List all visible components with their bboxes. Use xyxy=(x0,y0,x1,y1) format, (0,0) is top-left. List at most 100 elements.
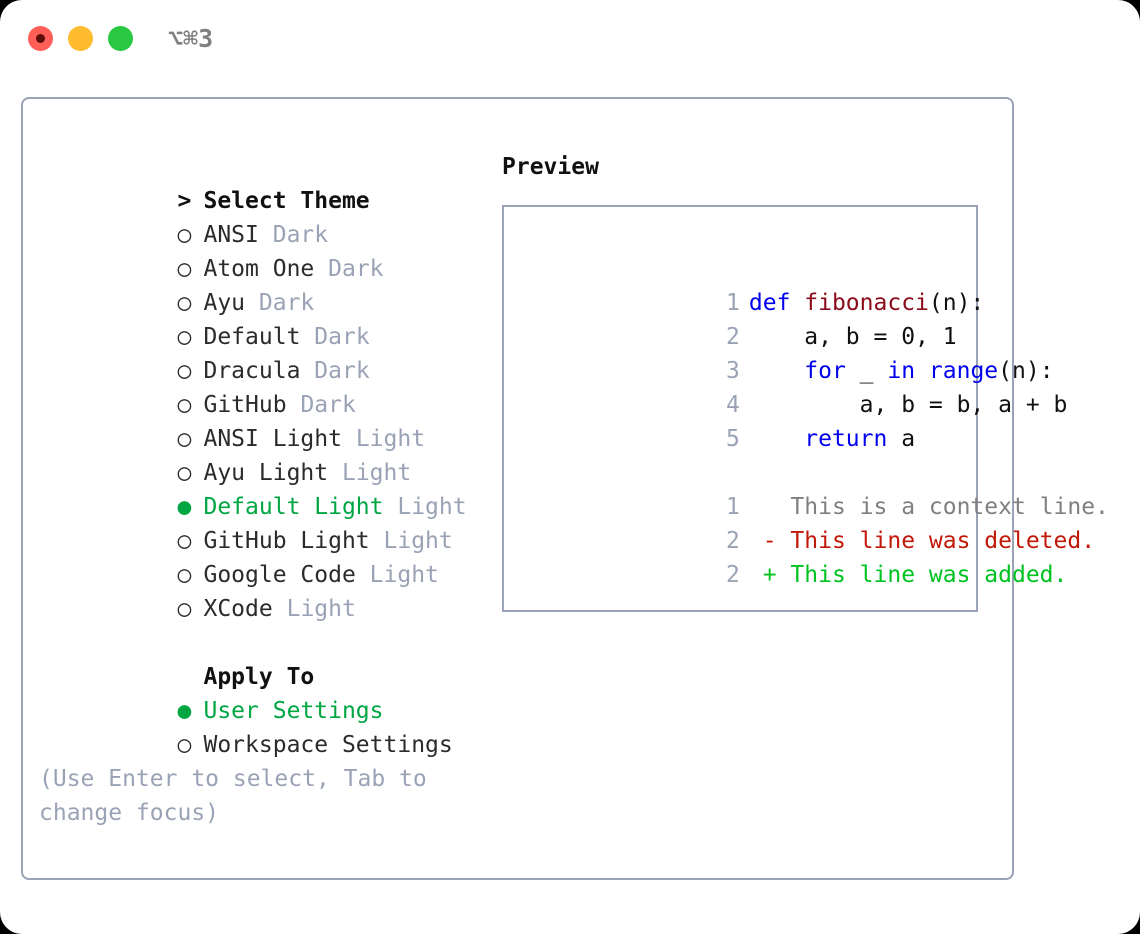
theme-option-default-light[interactable]: ● Default Light Light xyxy=(39,456,479,520)
theme-option-label: GitHub Light xyxy=(203,528,370,554)
code-token xyxy=(749,358,804,384)
apply-to-option-workspace-settings[interactable]: ○ Workspace Settings xyxy=(39,694,479,758)
theme-option-xcode[interactable]: ○ XCode Light xyxy=(39,558,479,622)
theme-option-atom-one-dark[interactable]: ○ Atom One Dark xyxy=(39,218,479,282)
line-number: 3 xyxy=(726,358,740,384)
theme-option-tag: Light xyxy=(355,426,426,452)
radio-icon[interactable]: ○ xyxy=(177,596,192,622)
diff-token: This is a context line. xyxy=(748,494,1109,520)
code-line: 3 for _ in range(n): xyxy=(516,320,1054,384)
code-token xyxy=(915,358,929,384)
code-token xyxy=(749,426,804,452)
code-token: a xyxy=(887,426,916,452)
theme-option-label: Ayu xyxy=(203,290,246,316)
diff-token: - This line was deleted. xyxy=(748,528,1096,554)
radio-icon[interactable]: ○ xyxy=(177,392,192,418)
radio-icon[interactable]: ○ xyxy=(177,324,192,350)
radio-icon[interactable]: ○ xyxy=(177,256,192,282)
radio-icon[interactable]: ○ xyxy=(177,732,192,758)
preview-title: Preview xyxy=(502,154,599,180)
radio-icon[interactable]: ○ xyxy=(177,290,192,316)
code-token: in xyxy=(887,358,916,384)
diff-line-context: 1 This is a context line. xyxy=(516,456,1109,520)
code-token: (n): xyxy=(928,290,985,316)
code-line: 2 a, b = 0, 1 xyxy=(516,286,970,350)
theme-option-label: ANSI Light xyxy=(203,426,342,452)
code-line: 5 return a xyxy=(516,388,970,452)
theme-option-github-light[interactable]: ○ GitHub Light Light xyxy=(39,490,479,554)
theme-option-label: XCode xyxy=(203,596,273,622)
code-token: fibonacci xyxy=(804,290,929,316)
theme-option-label: Default Light xyxy=(203,494,384,520)
keyboard-shortcut-label: ⌥⌘3 xyxy=(168,24,214,53)
theme-option-tag: Light xyxy=(383,528,453,554)
line-number: 5 xyxy=(726,426,740,452)
theme-option-label: Ayu Light xyxy=(203,460,329,486)
keyboard-hint-text: (Use Enter to select, Tab to change focu… xyxy=(39,766,441,826)
radio-icon-selected[interactable]: ● xyxy=(177,698,192,724)
theme-option-label: Atom One xyxy=(203,256,315,282)
code-token: _ xyxy=(845,358,888,384)
diff-line-deleted: 2 - This line was deleted. xyxy=(516,490,1095,554)
theme-option-ayu-light[interactable]: ○ Ayu Light Light xyxy=(39,422,479,486)
theme-option-label: Google Code xyxy=(203,562,356,588)
select-theme-header-label: Select Theme xyxy=(203,188,370,214)
theme-option-google-code[interactable]: ○ Google Code Light xyxy=(39,524,479,588)
radio-icon[interactable]: ○ xyxy=(177,426,192,452)
radio-icon[interactable]: ○ xyxy=(177,528,192,554)
maximize-button-icon[interactable] xyxy=(108,26,133,51)
minimize-button-icon[interactable] xyxy=(68,26,93,51)
line-number: 1 xyxy=(726,494,740,520)
theme-option-tag: Dark xyxy=(314,324,370,350)
line-number: 2 xyxy=(726,528,740,554)
title-bar: ⌥⌘3 xyxy=(0,0,1140,78)
theme-option-tag: Light xyxy=(369,562,439,588)
radio-icon[interactable]: ○ xyxy=(177,222,192,248)
line-number: 4 xyxy=(726,392,740,418)
theme-option-tag: Light xyxy=(286,596,356,622)
select-theme-header: >Select Theme xyxy=(39,150,479,214)
theme-option-ansi-dark[interactable]: ○ANSI Dark xyxy=(39,184,479,248)
close-button-icon[interactable] xyxy=(28,26,53,51)
theme-option-label: Default xyxy=(203,324,301,350)
theme-option-tag: Dark xyxy=(258,290,315,316)
theme-option-tag: Light xyxy=(341,460,412,486)
theme-option-dracula-dark[interactable]: ○ Dracula Dark xyxy=(39,320,479,384)
line-number: 2 xyxy=(726,324,740,350)
code-token: range xyxy=(928,358,999,384)
theme-option-label: GitHub xyxy=(203,392,287,418)
diff-line-added: 2 + This line was added. xyxy=(516,524,1067,588)
code-token: a, b = b, a + b xyxy=(748,392,1068,418)
theme-option-tag: Dark xyxy=(300,392,356,418)
theme-option-ansi-light[interactable]: ○ ANSI Light Light xyxy=(39,388,479,452)
theme-option-github-dark[interactable]: ○ GitHub Dark xyxy=(39,354,479,418)
theme-option-tag: Dark xyxy=(328,256,384,282)
theme-picker-column: >Select Theme ○ANSI Dark ○Atom One Dark … xyxy=(39,150,479,830)
window-controls xyxy=(28,26,133,51)
radio-icon[interactable]: ○ xyxy=(177,460,192,486)
theme-option-default-dark[interactable]: ○ Default Dark xyxy=(39,286,479,350)
main-panel: >Select Theme ○ANSI Dark ○Atom One Dark … xyxy=(21,97,1109,880)
radio-icon-selected[interactable]: ● xyxy=(177,494,192,520)
apply-to-option-user-settings[interactable]: ●User Settings xyxy=(39,660,479,724)
code-token: (n): xyxy=(998,358,1054,384)
apply-to-header-label: Apply To xyxy=(203,664,315,690)
theme-option-tag: Light xyxy=(397,494,467,520)
apply-to-indent xyxy=(177,660,203,694)
code-token: a, b = 0, 1 xyxy=(748,324,957,350)
radio-icon[interactable]: ○ xyxy=(177,562,192,588)
apply-to-option-label: Workspace Settings xyxy=(203,732,453,758)
theme-option-ayu-dark[interactable]: ○ Ayu Dark xyxy=(39,252,479,316)
apply-to-header: Apply To xyxy=(39,626,479,690)
theme-option-label: Dracula xyxy=(203,358,301,384)
code-line: 4 a, b = b, a + b xyxy=(516,354,1067,418)
code-token: def xyxy=(748,290,805,316)
theme-option-label: ANSI xyxy=(203,222,259,248)
diff-token: + This line was added. xyxy=(748,562,1068,588)
radio-icon[interactable]: ○ xyxy=(177,358,192,384)
